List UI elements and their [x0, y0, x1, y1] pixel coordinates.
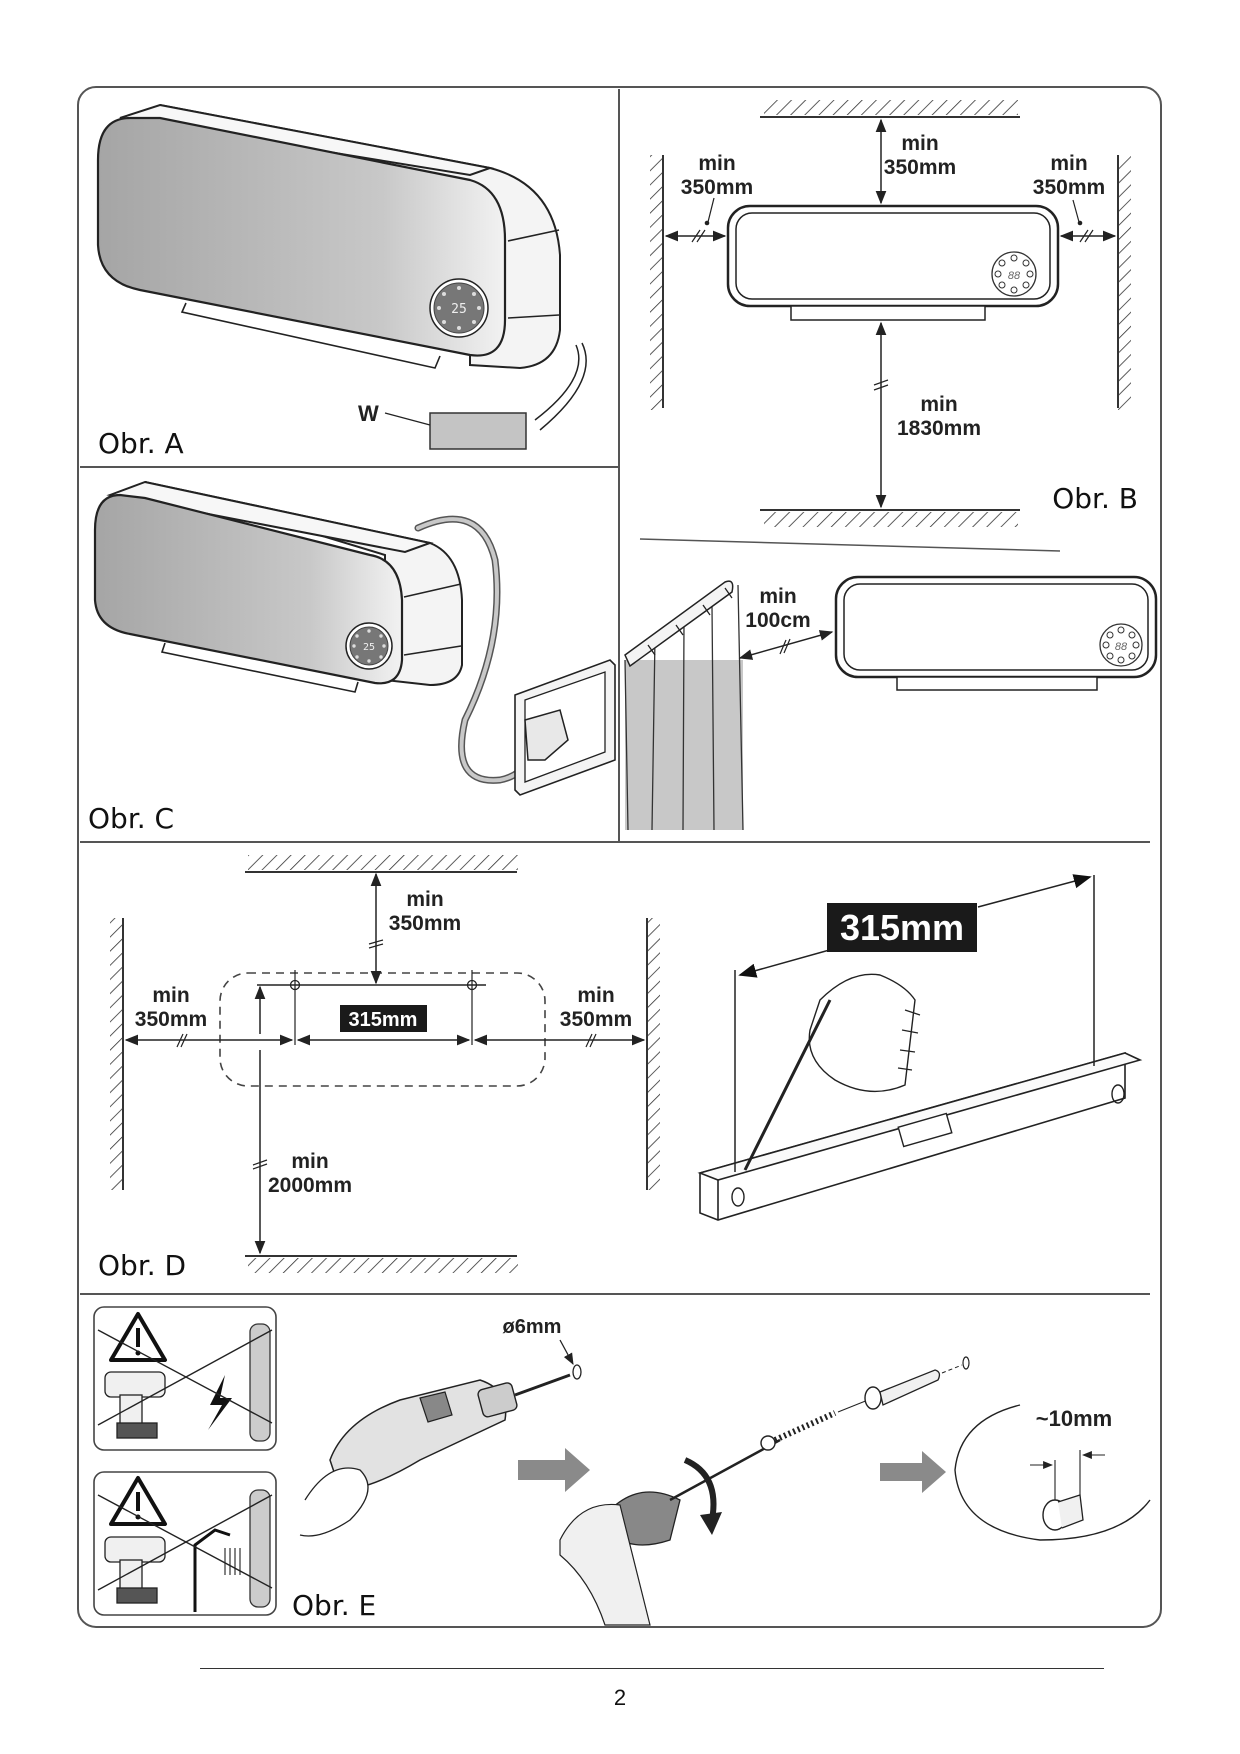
left-wall-hatch: [110, 918, 123, 1190]
footer-rule: [200, 1668, 1104, 1669]
figure-c-caption: Obr. C: [88, 802, 174, 835]
heater-illustration: 25: [96, 103, 587, 431]
clearance-top-label-1: min: [406, 888, 443, 911]
step-arrow-2: [880, 1451, 946, 1493]
clearance-bottom-label-2: 2000mm: [268, 1174, 352, 1197]
plug: [524, 709, 569, 761]
display-readout: 88: [1115, 641, 1128, 653]
warning-cables: [93, 1306, 277, 1451]
warning-pipes: [93, 1471, 277, 1616]
display-readout: 25: [363, 642, 375, 653]
lightning-icon: [208, 1375, 232, 1430]
clearance-top-label-2: 350mm: [389, 912, 461, 935]
clearance-bottom-label-1: min: [291, 1150, 328, 1173]
display-readout: 25: [451, 302, 467, 317]
label-w: W: [358, 401, 379, 426]
heater-outline-dashed: [219, 972, 546, 1087]
hole-spacing-badge: [340, 1005, 427, 1032]
hand-with-pencil: [743, 973, 921, 1171]
display-readout: 88: [1008, 270, 1021, 282]
figure-e: ø6mm ~10mm Obr: [93, 1306, 1151, 1626]
clearance-right-label-1: min: [577, 984, 614, 1007]
clearance-right-label-2: 350mm: [1033, 176, 1105, 199]
figure-a-caption: Obr. A: [98, 427, 184, 460]
figure-e-caption: Obr. E: [292, 1589, 376, 1622]
hole-spacing-label: 315mm: [349, 1009, 418, 1031]
curtain-clearance-label-2: 100cm: [745, 609, 810, 632]
ceiling-hatch: [248, 855, 518, 870]
curtain-clearance: 88 min 100cm: [624, 575, 1158, 831]
drill-icon: [104, 1536, 166, 1604]
figure-b: 88 min 350mm min 350mm min 350mm min 183…: [650, 100, 1138, 527]
control-dial: [991, 251, 1037, 297]
rotate-arrow-icon: [683, 1457, 717, 1521]
marking-spacing-badge: [827, 903, 977, 952]
detail-circle: [954, 1404, 1151, 1541]
drill-icon: [104, 1371, 166, 1439]
clearance-bottom-label-1: min: [920, 393, 957, 416]
wall-bracket-w: W: [358, 401, 527, 450]
figure-d-caption: Obr. D: [98, 1249, 186, 1282]
outer-frame: [77, 86, 1162, 1628]
marking-spacing-label: 315mm: [840, 907, 964, 948]
step-arrow-1: [518, 1448, 590, 1492]
figure-c: 25 Obr. C: [88, 480, 616, 835]
screwdriver-illustration: [559, 1438, 781, 1626]
clearance-bottom-label-2: 1830mm: [897, 417, 981, 440]
drill-illustration: [299, 1373, 571, 1537]
figure-d: min 350mm min 350mm min 350mm min 2000mm…: [98, 855, 1143, 1282]
clearance-top-label-2: 350mm: [884, 156, 956, 179]
water-pipe-icon: [193, 1528, 231, 1612]
ceiling-hatch: [764, 100, 1018, 115]
clearance-right-label-2: 350mm: [560, 1008, 632, 1031]
heater-illustration: 25: [93, 480, 463, 693]
right-wall-hatch: [1118, 155, 1131, 410]
clearance-left-label-1: min: [698, 152, 735, 175]
figure-b-caption: Obr. B: [1052, 482, 1138, 515]
spirit-level-illustration: [697, 1051, 1143, 1221]
left-wall-hatch: [650, 155, 663, 410]
page-number: 2: [613, 1685, 627, 1710]
clearance-right-label-1: min: [1050, 152, 1087, 175]
control-dial: [1099, 623, 1143, 667]
floor-hatch: [764, 512, 1018, 527]
clearance-top-label-1: min: [901, 132, 938, 155]
screw-and-dowel: [760, 1356, 970, 1451]
floor-hatch: [248, 1258, 518, 1273]
clearance-left-label-2: 350mm: [681, 176, 753, 199]
clearance-left-label-1: min: [152, 984, 189, 1007]
clearance-left-label-2: 350mm: [135, 1008, 207, 1031]
screw-depth-label: ~10mm: [1036, 1406, 1112, 1431]
figure-a: 25 W Obr. A: [96, 103, 587, 460]
drill-diameter-label: ø6mm: [503, 1316, 562, 1338]
curtain-clearance-label-1: min: [759, 585, 796, 608]
divider-b-curtain: [639, 538, 1061, 552]
right-wall-hatch: [647, 918, 660, 1190]
